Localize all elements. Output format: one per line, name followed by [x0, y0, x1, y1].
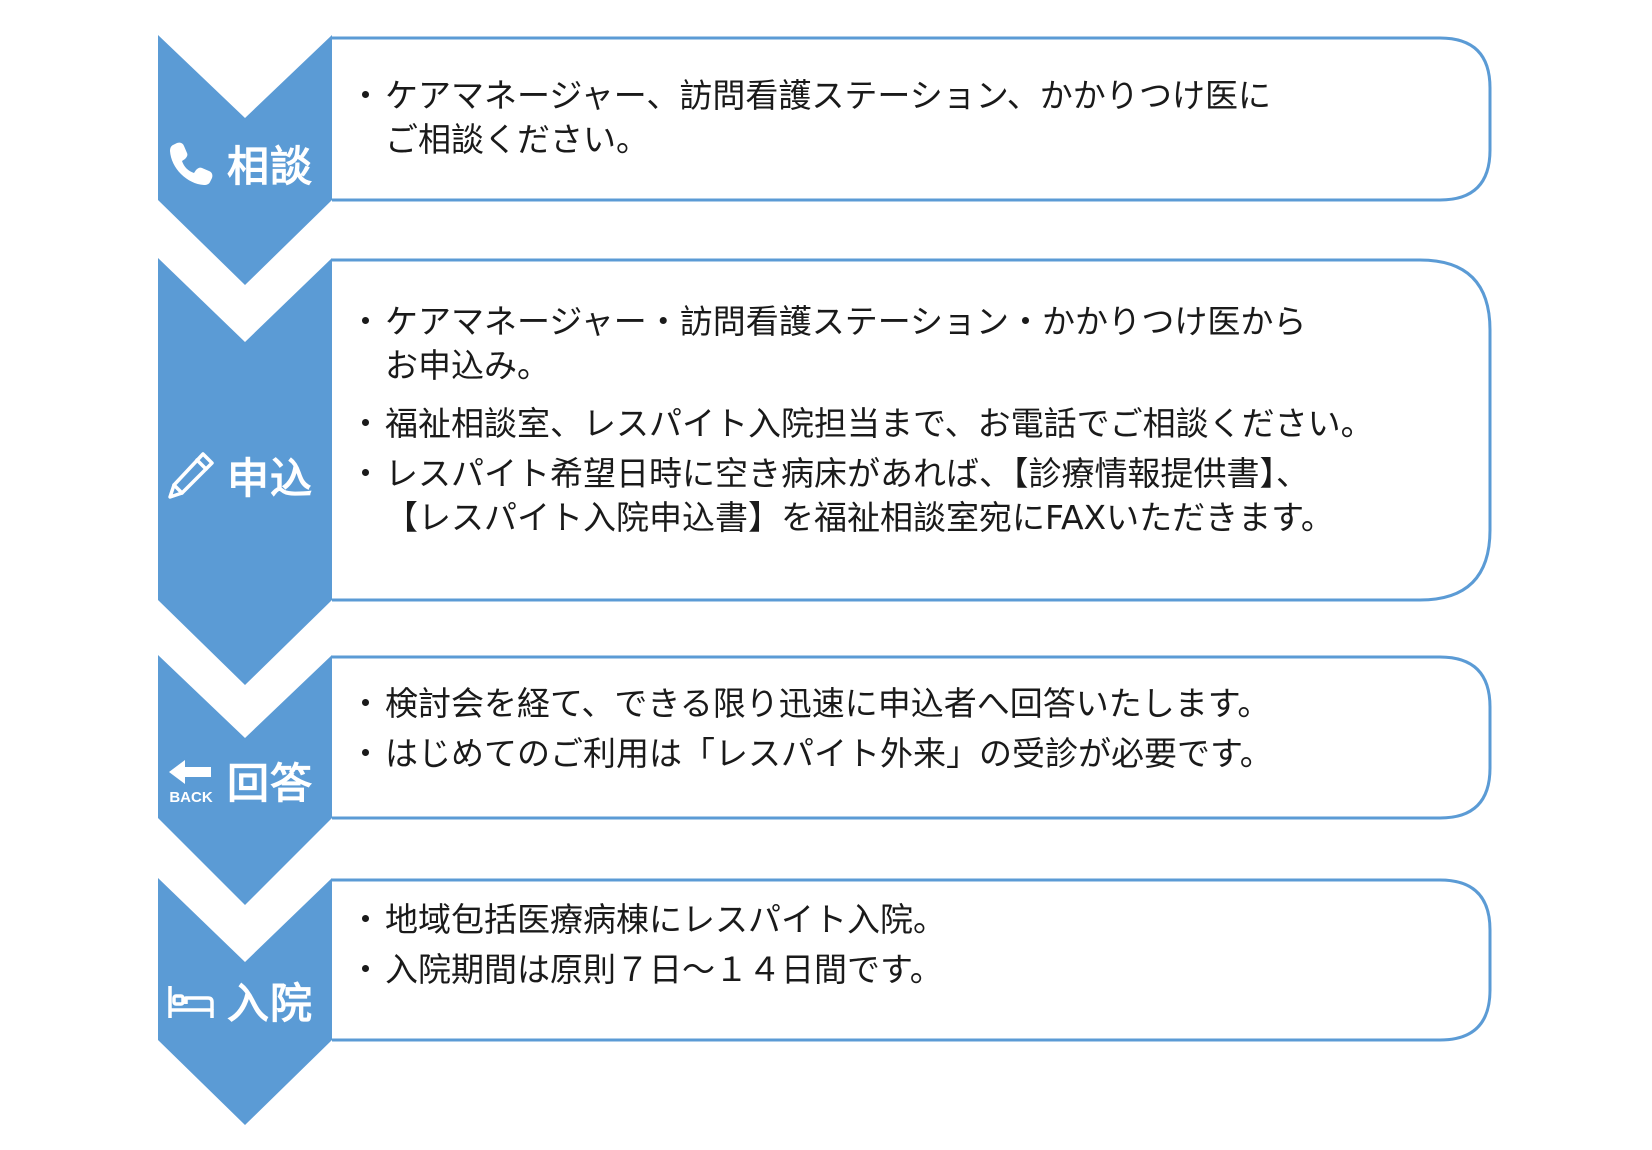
- bullet-item: 地域包括医療病棟にレスパイト入院。: [349, 898, 1470, 942]
- bullet-item: レスパイト希望日時に空き病床があれば、【診療情報提供書】、 【レスパイト入院申込…: [349, 452, 1470, 540]
- step-title: 申込: [227, 453, 314, 503]
- step-body-answer: 検討会を経て、できる限り迅速に申込者へ回答いたします。 はじめてのご利用は「レス…: [349, 682, 1470, 776]
- bullet-item: ケアマネージャー、訪問看護ステーション、かかりつけ医に ご相談ください。: [349, 74, 1470, 162]
- step-title: 回答: [227, 758, 314, 808]
- box-apply: [332, 258, 1492, 602]
- bullet-item: 入院期間は原則７日～１４日間です。: [349, 948, 1470, 992]
- step-body-consult: ケアマネージャー、訪問看護ステーション、かかりつけ医に ご相談ください。: [349, 74, 1470, 162]
- box-answer: [332, 655, 1492, 820]
- bullet-item: はじめてのご利用は「レスパイト外来」の受診が必要です。: [349, 732, 1470, 776]
- bullet-item: 福祉相談室、レスパイト入院担当まで、お電話でご相談ください。: [349, 402, 1470, 446]
- step-title: 相談: [227, 141, 314, 191]
- box-admission: [332, 878, 1492, 1042]
- chevron-apply: [158, 258, 332, 685]
- step-label-apply: 申込: [165, 445, 335, 505]
- bullet-item: ケアマネージャー・訪問看護ステーション・かかりつけ医から お申込み。: [349, 300, 1470, 388]
- chevron-consult: [158, 35, 332, 285]
- pencil-icon: [165, 449, 217, 501]
- step-label-answer: BACK 回答: [165, 750, 335, 810]
- chevron-answer: [158, 655, 332, 905]
- back-caption: BACK: [169, 789, 212, 806]
- bed-icon: [165, 974, 217, 1026]
- step-label-admission: 入院: [165, 970, 335, 1030]
- step-label-consult: 相談: [165, 133, 335, 193]
- phone-icon: [165, 137, 217, 189]
- step-body-apply: ケアマネージャー・訪問看護ステーション・かかりつけ医から お申込み。 福祉相談室…: [349, 300, 1470, 540]
- bullet-item: 検討会を経て、できる限り迅速に申込者へ回答いたします。: [349, 682, 1470, 726]
- box-consult: [332, 36, 1492, 202]
- step-body-admission: 地域包括医療病棟にレスパイト入院。 入院期間は原則７日～１４日間です。: [349, 898, 1470, 992]
- step-title: 入院: [227, 978, 314, 1028]
- chevron-admission: [158, 878, 332, 1125]
- back-arrow-icon: BACK: [165, 754, 217, 806]
